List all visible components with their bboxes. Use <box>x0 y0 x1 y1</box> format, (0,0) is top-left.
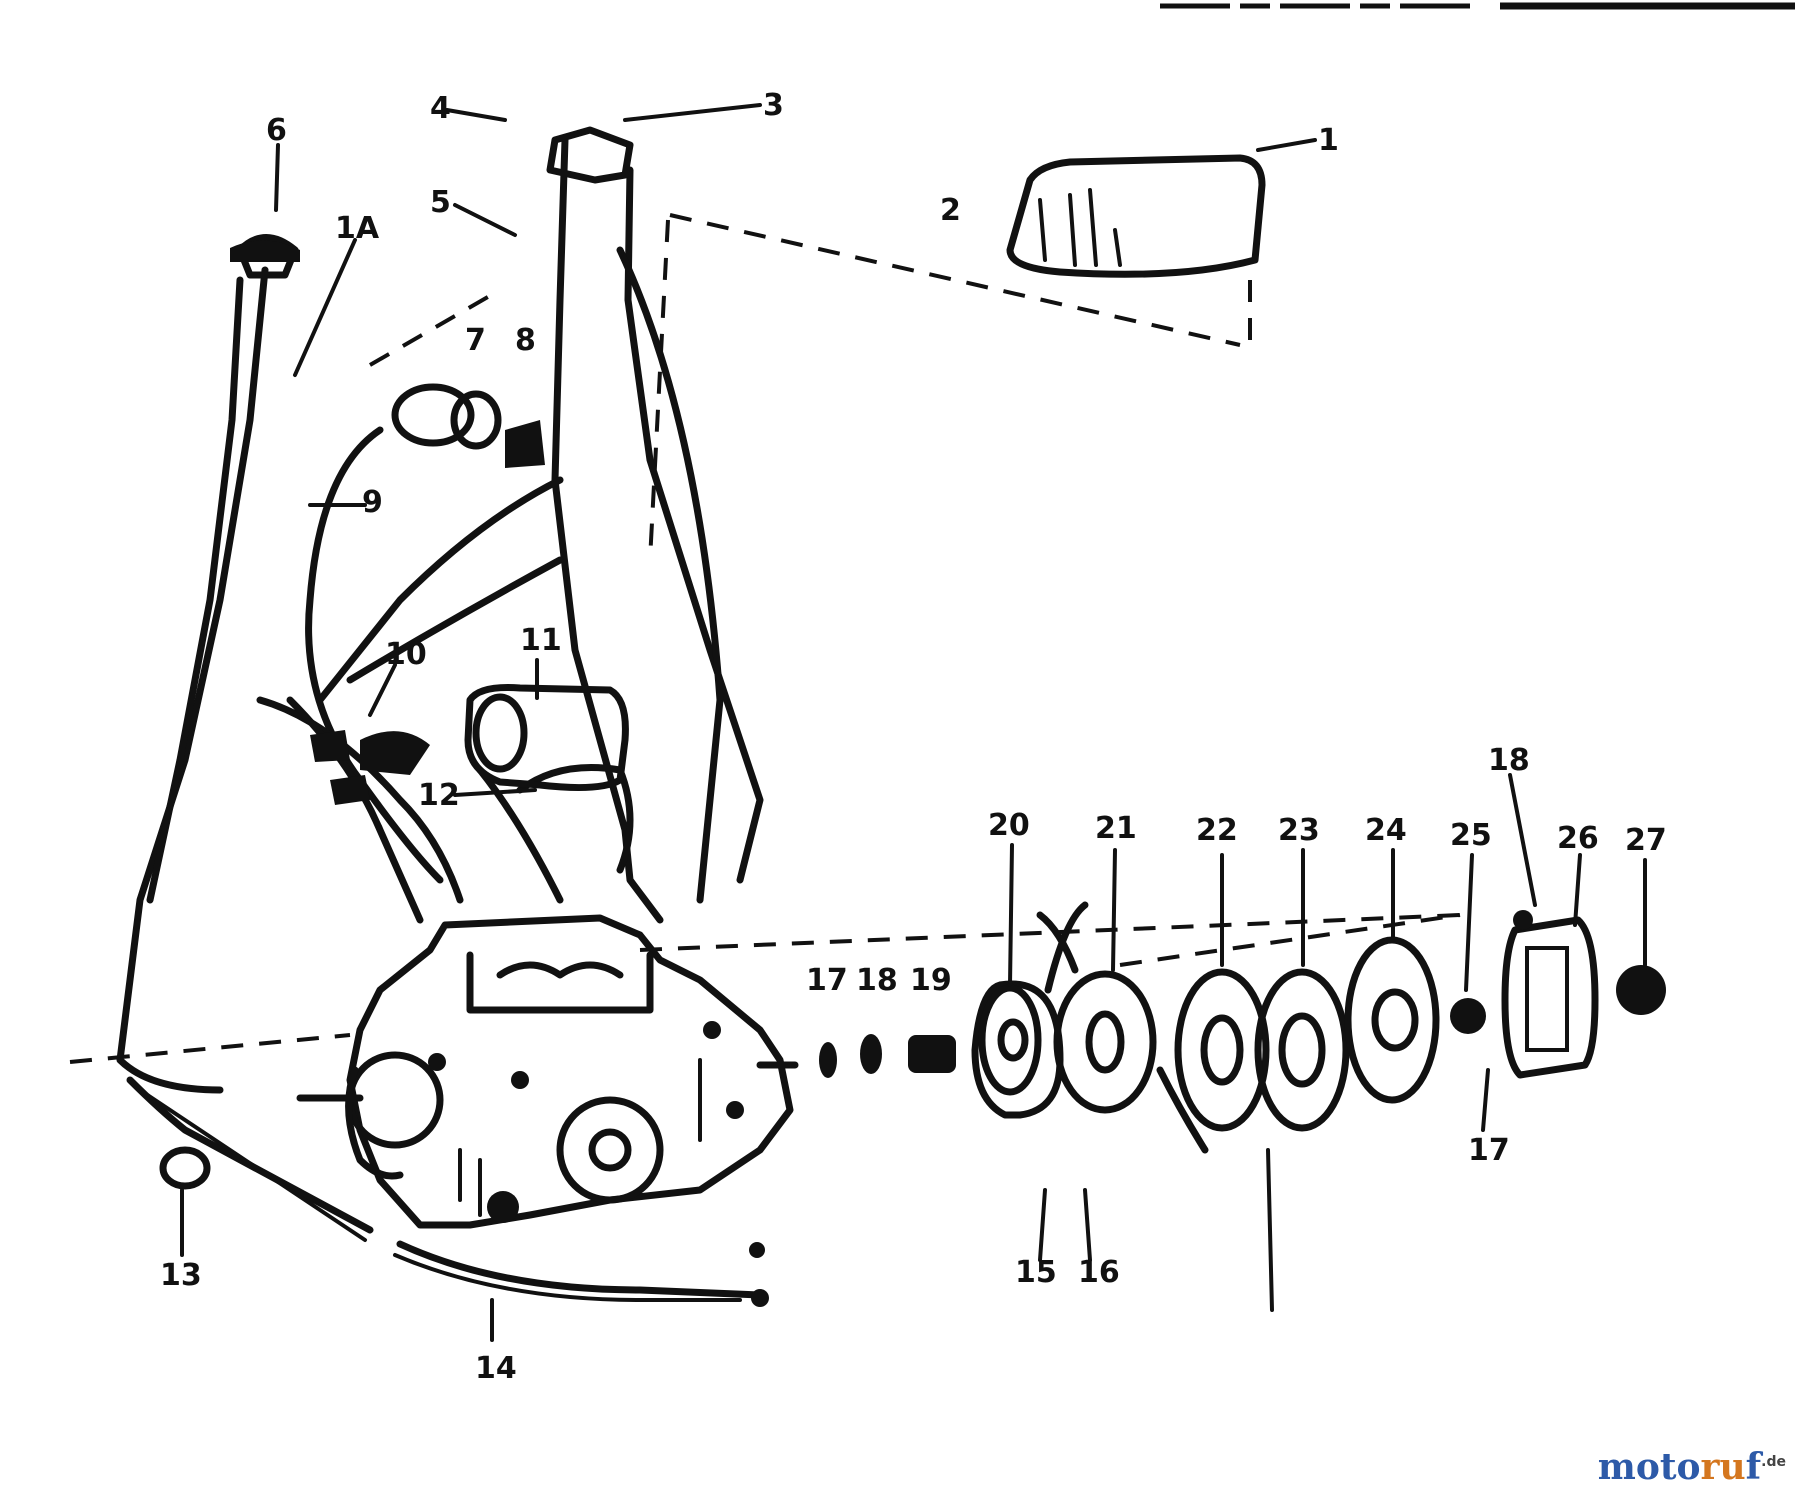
engine-block <box>296 914 799 1229</box>
watermark-logo: motoruf.de <box>1598 1446 1786 1488</box>
label-9: 9 <box>362 485 383 520</box>
label-15: 15 <box>1015 1255 1057 1290</box>
label-13: 13 <box>160 1258 202 1293</box>
watermark-suffix: .de <box>1761 1454 1786 1470</box>
label-4: 4 <box>430 91 451 126</box>
watermark-part1: moto <box>1597 1446 1701 1488</box>
label-26: 26 <box>1557 821 1599 856</box>
watermark-part3: f <box>1745 1446 1762 1488</box>
label-25: 25 <box>1450 818 1492 853</box>
part-labels: 1 2 3 4 5 6 7 8 9 1A 10 11 12 13 14 15 1… <box>160 88 1667 1386</box>
label-2: 2 <box>940 193 961 228</box>
label-8: 8 <box>515 323 536 358</box>
label-11: 11 <box>520 623 562 658</box>
label-3: 3 <box>763 88 784 123</box>
air-cleaner <box>1006 138 1317 278</box>
watermark-part2: ru <box>1700 1446 1746 1488</box>
label-27: 27 <box>1625 823 1667 858</box>
label-18-top: 18 <box>1488 743 1530 778</box>
label-5: 5 <box>430 185 451 220</box>
label-19: 19 <box>910 963 952 998</box>
label-1a: 1A <box>335 211 380 246</box>
assembly-lines <box>69 213 1461 1064</box>
label-1: 1 <box>1318 123 1339 158</box>
label-17-right: 17 <box>1468 1133 1510 1168</box>
label-7: 7 <box>465 323 486 358</box>
label-24: 24 <box>1365 813 1407 848</box>
exploded-row <box>819 901 1666 1154</box>
label-18-left: 18 <box>856 963 898 998</box>
label-10: 10 <box>385 637 427 672</box>
label-17-left: 17 <box>806 963 848 998</box>
lower-wires <box>126 1076 769 1307</box>
label-22: 22 <box>1196 813 1238 848</box>
label-16: 16 <box>1078 1255 1120 1290</box>
label-14: 14 <box>475 1351 517 1386</box>
label-6: 6 <box>266 113 287 148</box>
part-11 <box>464 684 629 792</box>
label-20: 20 <box>988 808 1030 843</box>
label-23: 23 <box>1278 813 1320 848</box>
label-21: 21 <box>1095 811 1137 846</box>
leader-lines <box>180 103 1647 1342</box>
label-12: 12 <box>418 778 460 813</box>
